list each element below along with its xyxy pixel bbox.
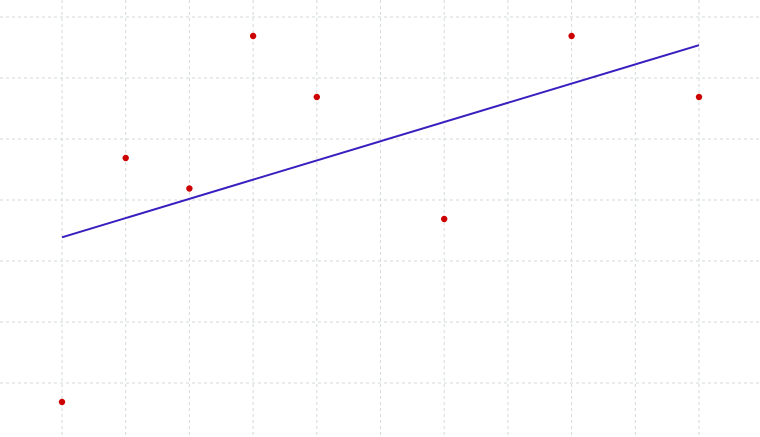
data-point: [695, 93, 703, 101]
data-point: [58, 398, 66, 406]
data-point: [186, 185, 193, 192]
data-point: [313, 93, 320, 101]
data-point: [122, 154, 129, 162]
points-layer: [58, 32, 703, 406]
trendline-layer: [61, 44, 700, 239]
data-point: [249, 32, 257, 40]
data-point: [441, 215, 448, 223]
data-point: [568, 32, 575, 40]
trendline: [61, 44, 700, 239]
